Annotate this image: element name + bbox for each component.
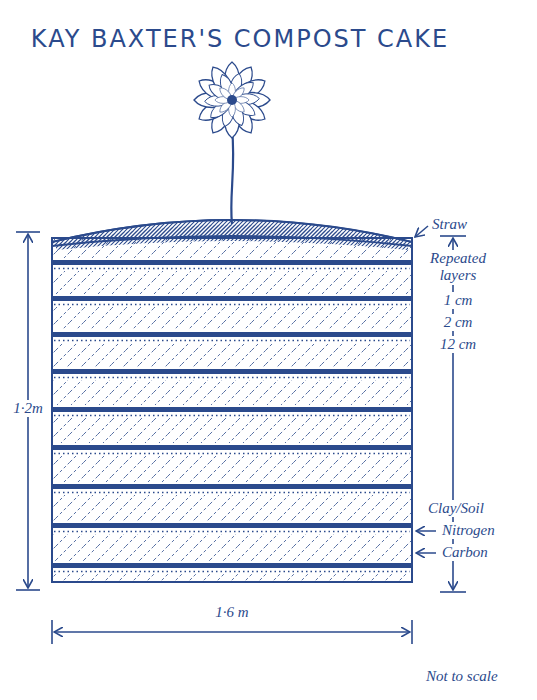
- material-label: Nitrogen: [440, 522, 497, 539]
- thickness-dimension: 12 cm: [438, 336, 478, 353]
- height-dimension-label: 1·2m: [11, 400, 45, 417]
- layers-label: Repeated layers: [423, 250, 493, 285]
- flower-head: [194, 62, 270, 138]
- material-label: Clay/Soil: [426, 500, 486, 517]
- note: Not to scale: [424, 668, 500, 685]
- straw-fill: [56, 225, 408, 250]
- diagram-title: KAY BAXTER'S COMPOST CAKE: [31, 26, 449, 52]
- compost-heap-body: [52, 238, 412, 582]
- flower-stem: [231, 128, 233, 224]
- material-label: Carbon: [440, 544, 490, 561]
- thickness-dimension: 1 cm: [442, 292, 475, 309]
- width-dimension: [52, 620, 412, 644]
- layer-bands: [52, 258, 412, 574]
- material-label: Straw: [430, 216, 469, 233]
- thickness-dimension: 2 cm: [442, 314, 475, 331]
- width-dimension-label: 1·6 m: [213, 604, 250, 621]
